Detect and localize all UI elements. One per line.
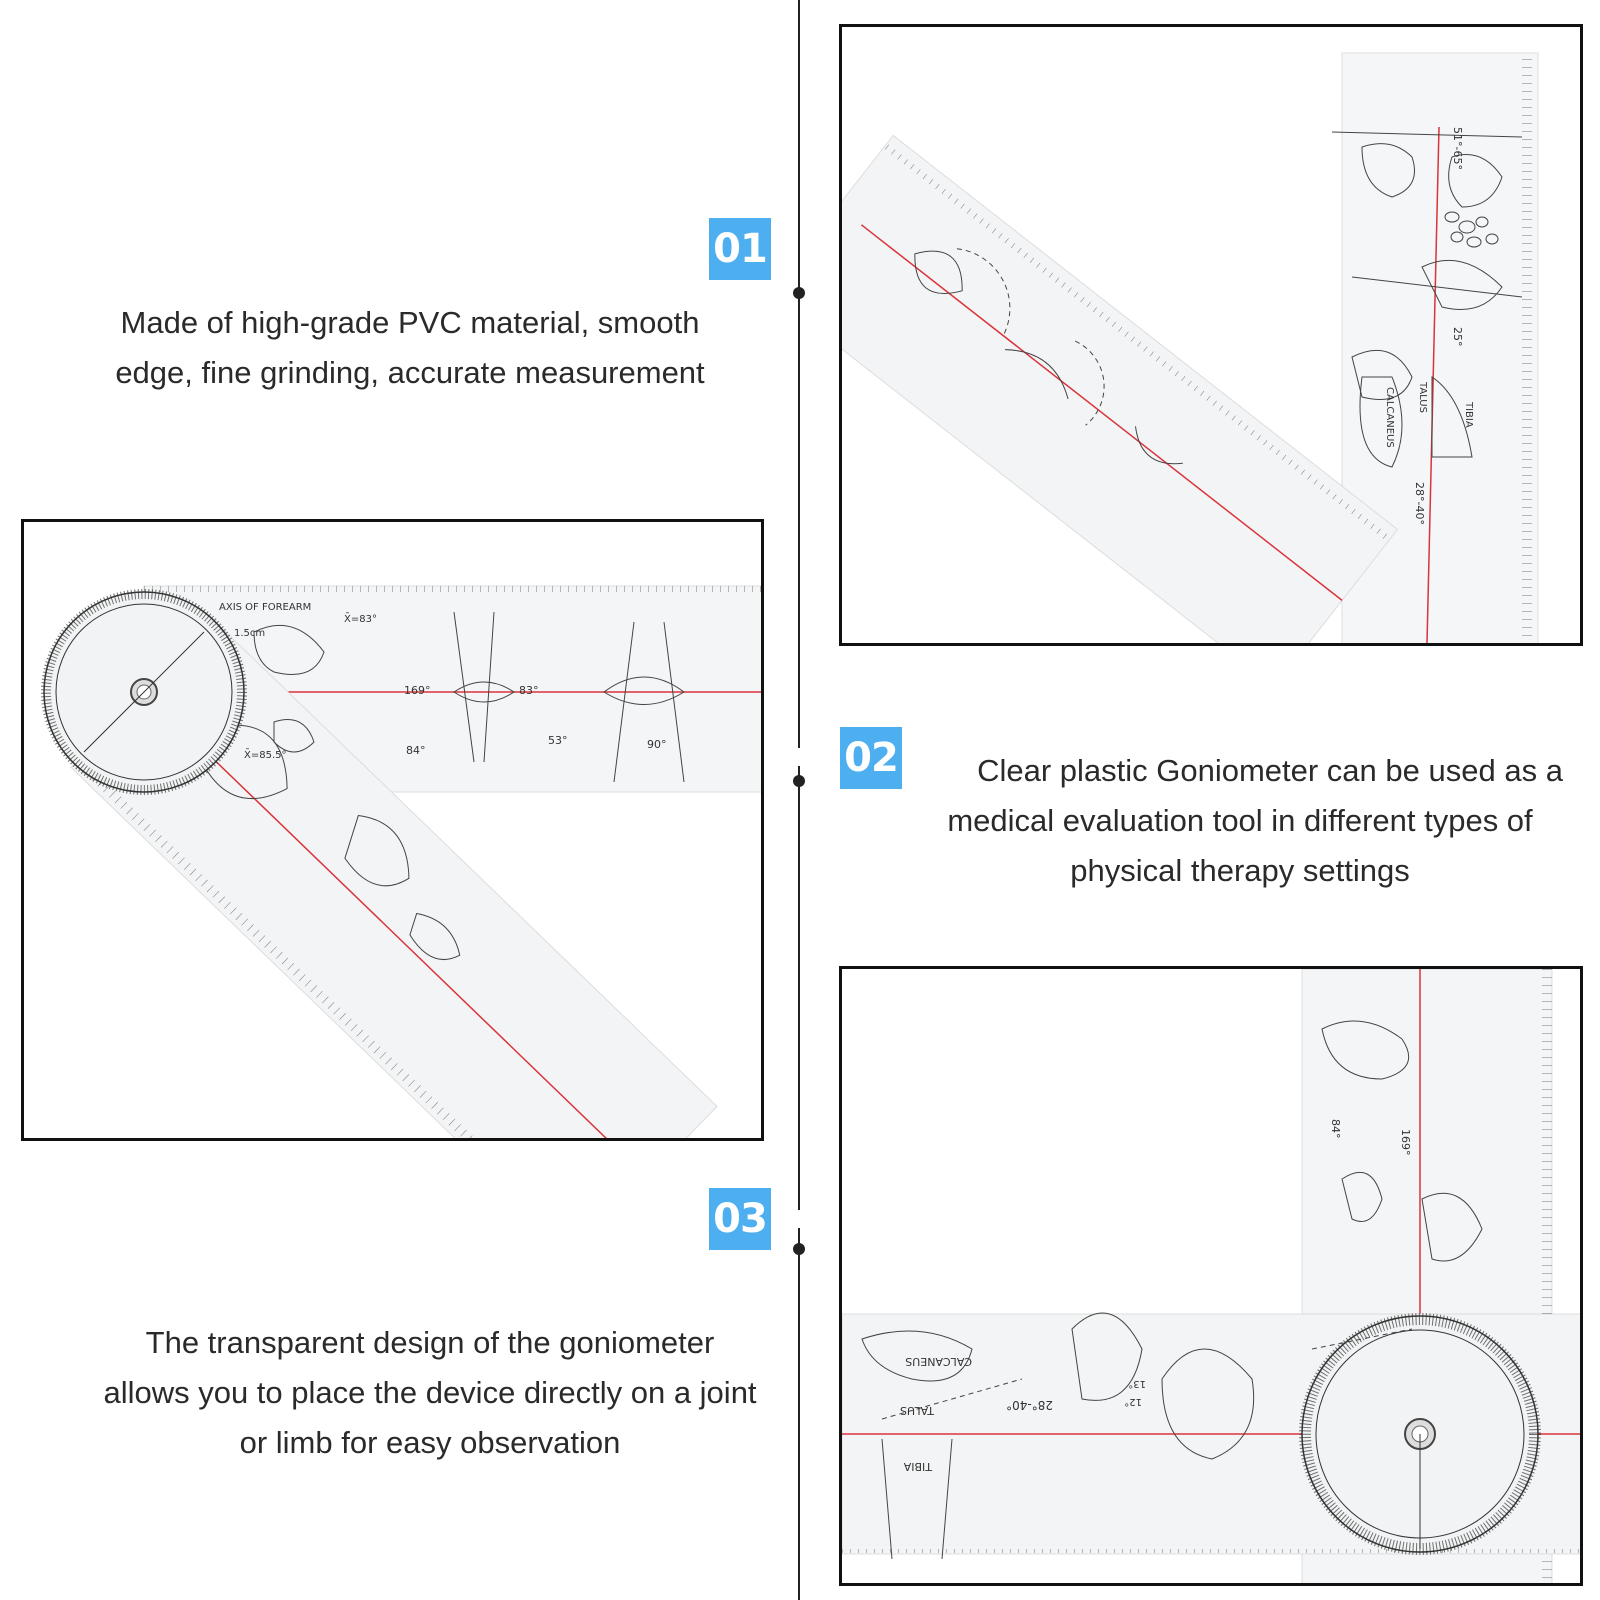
timeline-gap — [790, 1210, 808, 1228]
angle-label: 169° — [404, 684, 431, 697]
feature-description: Made of high-grade PVC material, smooth … — [115, 305, 705, 390]
goniometer-illustration: CALCANEUS TALUS TIBIA 28°-40° 12° 13° 16… — [842, 969, 1580, 1583]
bone-label: TALUS — [1417, 381, 1428, 413]
feature-number-badge: 01 — [709, 218, 771, 280]
feature-description: Clear plastic Goniometer can be used as … — [947, 753, 1563, 888]
angle-label: 53° — [548, 734, 568, 747]
feature-number-badge: 02 — [840, 727, 902, 789]
timeline-gap — [790, 748, 808, 766]
bone-label: CALCANEUS — [905, 1355, 972, 1368]
angle-label: 90° — [647, 738, 667, 751]
angle-label: 28°-40° — [1413, 482, 1426, 525]
feature-description: The transparent design of the goniometer… — [103, 1325, 757, 1460]
feature-number-badge: 03 — [709, 1188, 771, 1250]
bone-label: CALCANEUS — [1384, 387, 1395, 448]
timeline-line — [798, 0, 800, 1600]
angle-label: 84° — [1329, 1119, 1342, 1139]
scale-label: 1.5cm — [234, 628, 265, 639]
bone-label: TALUS — [900, 1404, 935, 1417]
angle-label: 12° — [1124, 1396, 1142, 1407]
angle-label: 51°-65° — [1451, 127, 1464, 170]
timeline-dot-1 — [793, 287, 805, 299]
axis-label: AXIS OF FOREARM — [219, 602, 311, 613]
angle-label: 169° — [1399, 1129, 1412, 1156]
bone-label: TIBIA — [1463, 401, 1474, 428]
angle-label: 83° — [519, 684, 539, 697]
goniometer-photo-top: 51°-65° CALCANEUS TALUS TIBIA 28°-40° 25… — [839, 24, 1583, 646]
goniometer-illustration: 51°-65° CALCANEUS TALUS TIBIA 28°-40° 25… — [842, 52, 1539, 643]
angle-label: 13° — [1128, 1378, 1146, 1389]
timeline-dot-3 — [793, 1243, 805, 1255]
angle-label: 84° — [406, 744, 426, 757]
bone-label: TIBIA — [903, 1460, 933, 1473]
angle-label: 28°-40° — [1006, 1398, 1053, 1412]
goniometer-illustration: AXIS OF FOREARM 1.5cm X̄=83° X̄=85.5° 16… — [41, 585, 761, 1138]
angle-label: 25° — [1451, 327, 1464, 347]
angle-label: X̄=85.5° — [244, 748, 287, 761]
goniometer-photo-bottom: CALCANEUS TALUS TIBIA 28°-40° 12° 13° 16… — [839, 966, 1583, 1586]
goniometer-photo-middle: AXIS OF FOREARM 1.5cm X̄=83° X̄=85.5° 16… — [21, 519, 764, 1141]
angle-label: X̄=83° — [344, 612, 377, 625]
timeline-dot-2 — [793, 775, 805, 787]
